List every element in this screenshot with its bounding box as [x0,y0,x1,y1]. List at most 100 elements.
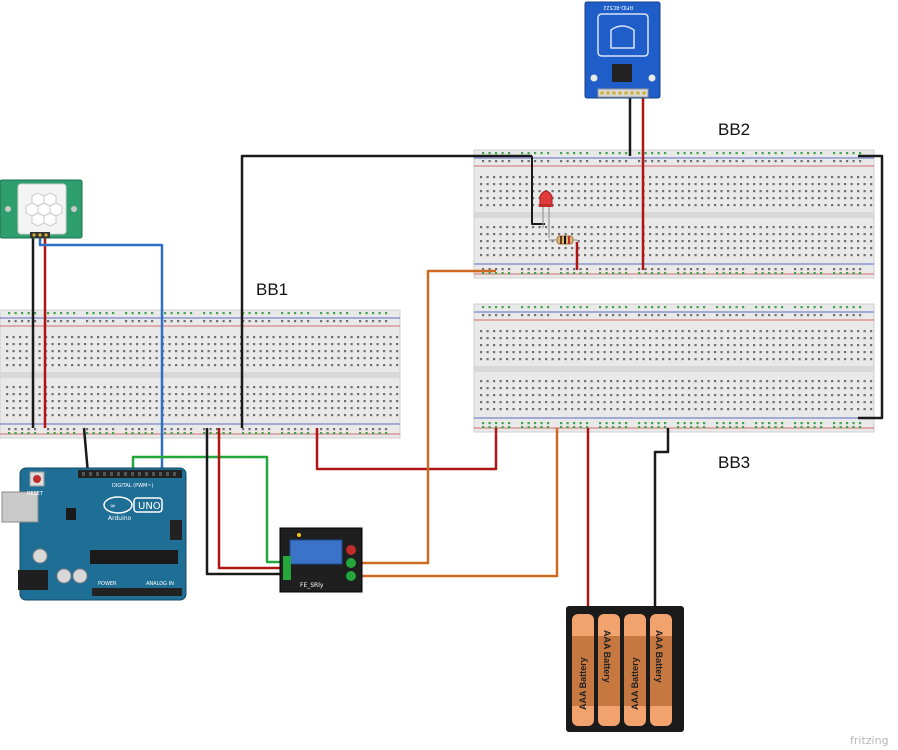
rail-hole [378,428,381,431]
breadboard-hole [519,351,522,354]
breadboard-hole [655,351,658,354]
breadboard-hole [571,204,574,207]
breadboard-hole [798,387,801,390]
breadboard-hole [694,344,697,347]
breadboard-hole [746,226,749,229]
breadboard-hole [480,233,483,236]
breadboard-hole [798,254,801,257]
breadboard-hole [779,330,782,333]
breadboard-hole [733,344,736,347]
rail-hole [508,314,511,317]
rail-hole [573,426,576,429]
breadboard-hole [103,400,106,403]
rail-hole [320,320,323,323]
breadboard-hole [564,330,567,333]
breadboard-hole [798,408,801,411]
rail-hole [813,160,816,163]
rail-hole [722,160,725,163]
breadboard-hole [681,176,684,179]
breadboard-hole [344,386,347,389]
breadboard-hole [253,357,256,360]
breadboard-hole [136,414,139,417]
breadboard-hole [655,380,658,383]
breadboard-hole [233,407,236,410]
breadboard-hole [727,190,730,193]
rail-hole [612,422,615,425]
breadboard-hole [331,414,334,417]
breadboard-hole [720,344,723,347]
breadboard-hole [753,394,756,397]
breadboard-hole [824,351,827,354]
breadboard-hole [798,204,801,207]
breadboard-hole [733,351,736,354]
breadboard-hole [519,401,522,404]
breadboard-hole [772,358,775,361]
breadboard-hole [792,240,795,243]
breadboard-hole [266,400,269,403]
breadboard-hole [525,240,528,243]
breadboard-hole [649,254,652,257]
rail-hole [540,422,543,425]
rail-hole [151,320,154,323]
breadboard-hole [766,344,769,347]
breadboard-hole [785,401,788,404]
breadboard-hole [551,197,554,200]
breadboard-hole [681,330,684,333]
breadboard-hole [331,393,334,396]
breadboard-hole [779,387,782,390]
breadboard-hole [103,357,106,360]
breadboard-hole [331,336,334,339]
breadboard-hole [603,337,606,340]
breadboard-hole [753,233,756,236]
rail-hole [716,306,719,309]
breadboard-hole [623,176,626,179]
breadboard-hole [610,190,613,193]
breadboard-hole [227,393,230,396]
breadboard-hole [844,254,847,257]
rail-hole [703,426,706,429]
breadboard-hole [824,408,827,411]
breadboard-hole [746,247,749,250]
breadboard-hole [214,407,217,410]
breadboard-hole [344,350,347,353]
rail-hole [755,422,758,425]
breadboard-hole [292,350,295,353]
breadboard-hole [350,357,353,360]
breadboard-hole [831,408,834,411]
breadboard-hole [753,183,756,186]
breadboard-hole [668,401,671,404]
rail-hole [47,320,50,323]
rail-hole [703,152,706,155]
breadboard-hole [831,337,834,340]
breadboard-hole [740,183,743,186]
breadboard-hole [181,400,184,403]
breadboard-hole [525,394,528,397]
breadboard-hole [779,358,782,361]
breadboard-hole [837,176,840,179]
breadboard-hole [649,183,652,186]
breadboard-hole [785,183,788,186]
breadboard-hole [6,357,9,360]
breadboard-hole [168,386,171,389]
breadboard-hole [824,247,827,250]
breadboard-hole [629,358,632,361]
breadboard-hole [824,380,827,383]
rail-hole [807,314,810,317]
breadboard-hole [590,183,593,186]
breadboard-hole [727,183,730,186]
breadboard-hole [480,204,483,207]
rail-hole [651,268,654,271]
rail-hole [690,422,693,425]
rail-hole [566,422,569,425]
breadboard-hole [233,386,236,389]
breadboard-hole [564,337,567,340]
breadboard-hole [188,336,191,339]
breadboard-hole [792,233,795,236]
rail-hole [92,432,95,435]
breadboard-hole [662,344,665,347]
breadboard-hole [259,400,262,403]
breadboard-hole [733,337,736,340]
breadboard-hole [824,176,827,179]
breadboard-hole [350,407,353,410]
rail-hole [664,314,667,317]
